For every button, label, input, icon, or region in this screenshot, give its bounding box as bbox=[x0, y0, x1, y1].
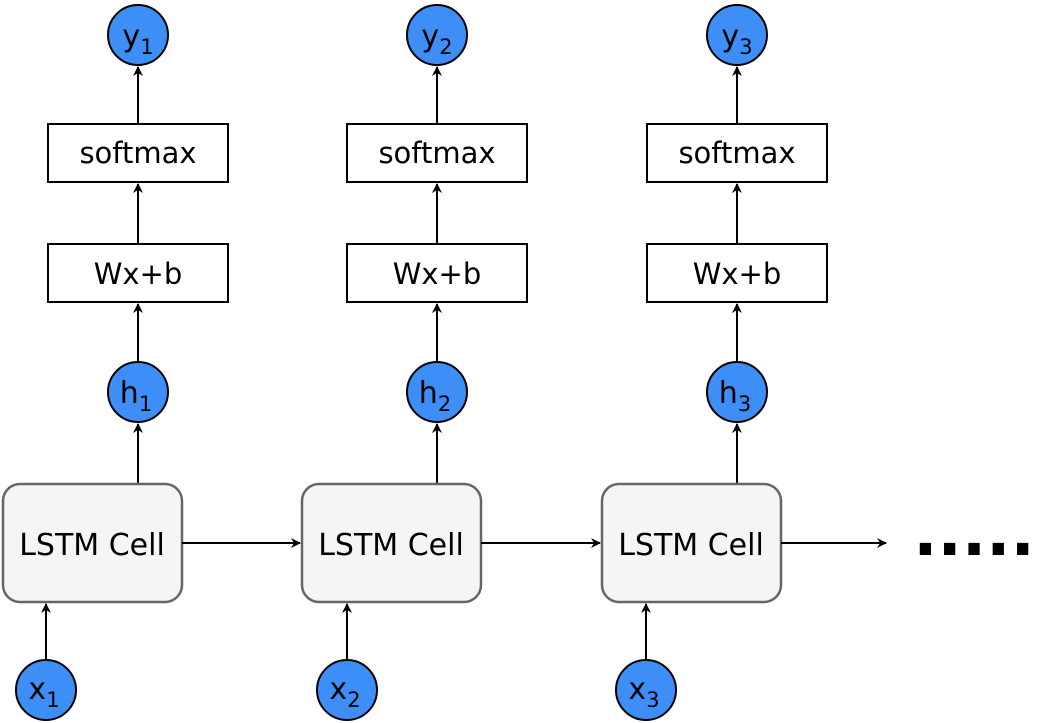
input-node-x1-base: x bbox=[28, 672, 46, 707]
hidden-node-h1-base: h bbox=[120, 376, 139, 411]
hidden-node-h1-label: h1 bbox=[120, 376, 152, 416]
continuation-ellipsis: ..... bbox=[913, 497, 1035, 571]
lstm-cell-2: LSTM Cell bbox=[300, 482, 483, 604]
timestep-2: y2 softmax Wx+b h2 LSTM Cell x2 bbox=[300, 4, 528, 721]
output-node-y1-sub: 1 bbox=[140, 35, 153, 59]
hidden-node-h2-base: h bbox=[419, 376, 438, 411]
output-node-y3-base: y bbox=[721, 19, 739, 54]
output-node-y2-sub: 2 bbox=[439, 35, 452, 59]
input-node-x1-circle bbox=[15, 659, 77, 721]
softmax-box-2-rect bbox=[346, 123, 528, 183]
softmax-box-2: softmax bbox=[346, 123, 528, 183]
input-node-x2-base: x bbox=[329, 672, 347, 707]
hidden-node-h2-label: h2 bbox=[419, 376, 451, 416]
softmax-box-3-rect bbox=[646, 123, 828, 183]
linear-box-2-rect bbox=[346, 243, 528, 303]
linear-box-3-label: Wx+b bbox=[693, 257, 782, 291]
lstm-cell-1-label: LSTM Cell bbox=[19, 528, 165, 563]
hidden-node-h1-circle bbox=[107, 361, 169, 423]
softmax-box-3-label: softmax bbox=[678, 136, 795, 170]
hidden-node-h3-label: h3 bbox=[719, 376, 751, 416]
hidden-node-h2-circle bbox=[406, 361, 468, 423]
output-node-y3-circle bbox=[706, 4, 768, 66]
lstm-cell-2-label: LSTM Cell bbox=[318, 528, 464, 563]
input-node-x3-sub: 3 bbox=[646, 688, 659, 712]
softmax-box-3: softmax bbox=[646, 123, 828, 183]
input-node-x3-circle bbox=[615, 659, 677, 721]
input-node-x1-label: x1 bbox=[28, 672, 59, 712]
hidden-node-h3: h3 bbox=[706, 361, 768, 423]
hidden-node-h2: h2 bbox=[406, 361, 468, 423]
output-node-y1-label: y1 bbox=[122, 19, 153, 59]
hidden-node-h2-sub: 2 bbox=[438, 392, 451, 416]
input-node-x1: x1 bbox=[15, 659, 77, 721]
output-node-y2-circle bbox=[406, 4, 468, 66]
input-node-x3-label: x3 bbox=[628, 672, 659, 712]
linear-box-1-rect bbox=[47, 243, 229, 303]
linear-box-3: Wx+b bbox=[646, 243, 828, 303]
input-node-x2-circle bbox=[316, 659, 378, 721]
output-node-y3-sub: 3 bbox=[739, 35, 752, 59]
output-node-y2: y2 bbox=[406, 4, 468, 66]
hidden-node-h3-base: h bbox=[719, 376, 738, 411]
input-node-x2: x2 bbox=[316, 659, 378, 721]
input-node-x3-base: x bbox=[628, 672, 646, 707]
lstm-cell-3: LSTM Cell bbox=[600, 482, 783, 604]
hidden-node-h1-sub: 1 bbox=[139, 392, 152, 416]
softmax-box-1: softmax bbox=[47, 123, 229, 183]
linear-box-1: Wx+b bbox=[47, 243, 229, 303]
input-node-x3: x3 bbox=[615, 659, 677, 721]
timestep-1: y1 softmax Wx+b h1 LSTM Cell x bbox=[1, 4, 229, 721]
input-node-x2-sub: 2 bbox=[347, 688, 360, 712]
timestep-3: y3 softmax Wx+b h3 LSTM Cell x3 bbox=[600, 4, 828, 721]
output-node-y1-circle bbox=[107, 4, 169, 66]
output-node-y3: y3 bbox=[706, 4, 768, 66]
output-node-y1: y1 bbox=[107, 4, 169, 66]
output-node-y1-base: y bbox=[122, 19, 140, 54]
input-node-x1-sub: 1 bbox=[46, 688, 59, 712]
linear-box-2-label: Wx+b bbox=[393, 257, 482, 291]
linear-box-3-rect bbox=[646, 243, 828, 303]
softmax-box-1-label: softmax bbox=[79, 136, 196, 170]
hidden-node-h3-circle bbox=[706, 361, 768, 423]
hidden-node-h1: h1 bbox=[107, 361, 169, 423]
output-node-y2-label: y2 bbox=[421, 19, 452, 59]
softmax-box-1-rect bbox=[47, 123, 229, 183]
input-node-x2-label: x2 bbox=[329, 672, 360, 712]
linear-box-1-label: Wx+b bbox=[94, 257, 183, 291]
output-node-y3-label: y3 bbox=[721, 19, 752, 59]
linear-box-2: Wx+b bbox=[346, 243, 528, 303]
hidden-node-h3-sub: 3 bbox=[738, 392, 751, 416]
lstm-cell-3-label: LSTM Cell bbox=[618, 528, 764, 563]
lstm-cell-1: LSTM Cell bbox=[1, 482, 184, 604]
output-node-y2-base: y bbox=[421, 19, 439, 54]
softmax-box-2-label: softmax bbox=[378, 136, 495, 170]
